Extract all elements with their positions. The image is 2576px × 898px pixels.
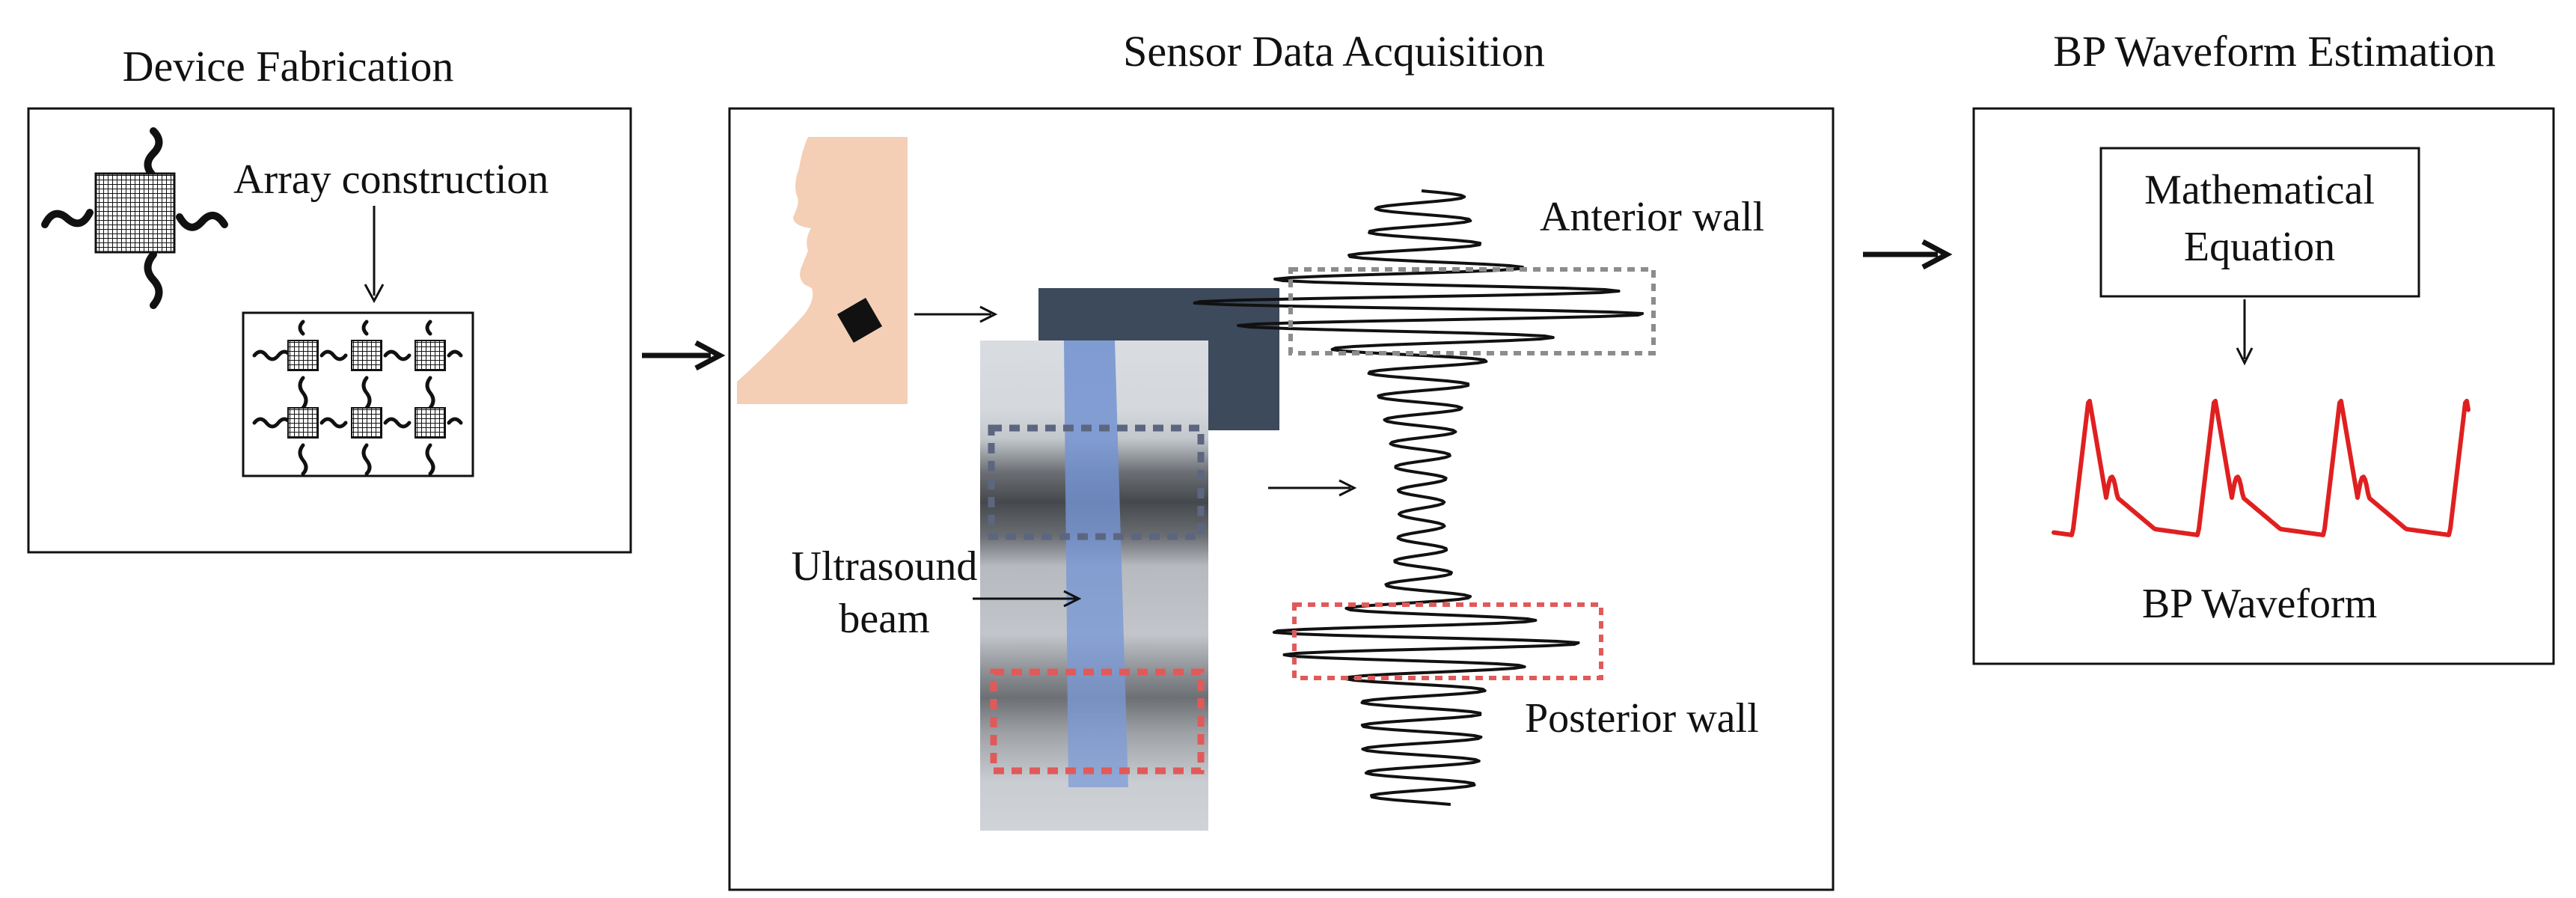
panel-frame [728, 107, 1835, 891]
device-fabrication-panel: Device Fabrication Array construction [27, 42, 632, 554]
anterior-wall-region [988, 424, 1205, 540]
equation-label: Equation [2184, 224, 2335, 270]
posterior-wall-region [990, 668, 1205, 775]
arrow [364, 206, 385, 304]
sensor-array [242, 311, 474, 477]
array-construction-label: Array construction [233, 156, 548, 203]
equation-box [2099, 147, 2420, 298]
arrow [2236, 299, 2254, 366]
ultrasound-beam-label: beam [839, 596, 929, 642]
head-silhouette-icon [737, 137, 908, 404]
bp-waveform-label: BP Waveform [2142, 581, 2377, 627]
anterior-wall-box [1288, 267, 1656, 355]
arrow [914, 305, 998, 323]
bp-waveform-trace [2052, 398, 2471, 537]
anterior-wall-label: Anterior wall [1540, 194, 1764, 240]
bp-waveform-estimation-panel: BP Waveform Estimation Mathematical Equa… [1972, 27, 2555, 665]
panel-title: BP Waveform Estimation [2053, 27, 2495, 76]
ultrasound-beam-label: Ultrasound [792, 543, 978, 590]
arrow [1268, 479, 1357, 497]
ultrasound-beam [1064, 340, 1128, 787]
flow-arrow [1863, 239, 1953, 270]
wearable-sensor-icon [836, 297, 883, 343]
panel-frame [27, 107, 632, 554]
panel-frame [1972, 107, 2555, 665]
sensor-element-icon [41, 127, 228, 309]
sensor-data-acquisition-panel: Sensor Data Acquisition Ultrasound beam [728, 27, 1835, 891]
flow-arrow [642, 340, 726, 371]
equation-label: Mathematical [2144, 167, 2375, 213]
posterior-wall-label: Posterior wall [1525, 695, 1759, 742]
panel-title: Sensor Data Acquisition [1123, 27, 1545, 76]
panel-title: Device Fabrication [123, 42, 454, 91]
posterior-wall-box [1292, 602, 1603, 680]
echo-signal [1193, 189, 1645, 806]
arrow [973, 590, 1082, 608]
